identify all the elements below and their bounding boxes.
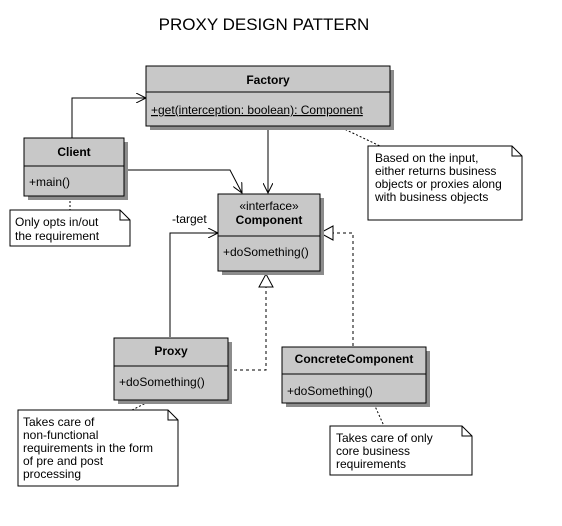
concrete-note-anchor <box>373 403 385 427</box>
concrete-component-class: ConcreteComponent +doSomething() <box>281 346 430 407</box>
client-main-method: +main() <box>29 175 70 189</box>
client-note-line-1: Only opts in/out <box>15 215 99 229</box>
proxy-class: Proxy +doSomething() <box>113 337 232 404</box>
concrete-note-line-2: core business <box>336 444 410 458</box>
proxy-note-line-2: non-functional <box>23 428 98 442</box>
factory-note: Based on the input, either returns busin… <box>367 145 523 221</box>
proxy-note-line-4: of pre and post <box>23 454 104 468</box>
proxy-note-line-5: processing <box>23 467 81 481</box>
factory-note-line-2: either returns business <box>375 164 496 178</box>
client-note-line-2: the requirement <box>15 229 100 243</box>
proxy-note-line-1: Takes care of <box>23 415 95 429</box>
proxy-class-name: Proxy <box>154 344 188 358</box>
client-factory-association <box>71 98 146 138</box>
client-component-association <box>124 169 242 193</box>
diagram-title: PROXY DESIGN PATTERN <box>159 15 370 34</box>
factory-note-line-4: with business objects <box>374 190 488 204</box>
target-role-label: -target <box>172 212 207 226</box>
factory-get-method: +get(interception: boolean): Component <box>151 103 363 117</box>
concrete-note-line-1: Takes care of only <box>336 431 433 445</box>
component-do-something-method: +doSomething() <box>223 245 309 259</box>
factory-class-name: Factory <box>246 73 290 87</box>
concrete-note: Takes care of only core business require… <box>329 425 473 476</box>
client-note: Only opts in/out the requirement <box>9 209 131 247</box>
component-class-name: Component <box>236 213 303 227</box>
concrete-do-something-method: +doSomething() <box>287 384 373 398</box>
client-class-name: Client <box>57 145 90 159</box>
client-class: Client +main() <box>23 137 128 200</box>
component-stereotype: «interface» <box>239 199 299 213</box>
concrete-component-class-name: ConcreteComponent <box>295 352 414 366</box>
factory-note-line-3: objects or proxies along <box>375 177 502 191</box>
component-interface: «interface» Component +doSomething() <box>217 193 324 275</box>
concrete-note-line-3: requirements <box>336 457 406 471</box>
proxy-realization <box>228 272 274 371</box>
proxy-note-line-3: requirements in the form <box>23 441 153 455</box>
proxy-note: Takes care of non-functional requirement… <box>17 409 179 487</box>
factory-class: Factory +get(interception: boolean): Com… <box>145 65 394 130</box>
proxy-do-something-method: +doSomething() <box>119 375 205 389</box>
concrete-realization <box>318 225 354 346</box>
factory-note-line-1: Based on the input, <box>375 151 478 165</box>
proxy-target-association <box>169 233 218 337</box>
